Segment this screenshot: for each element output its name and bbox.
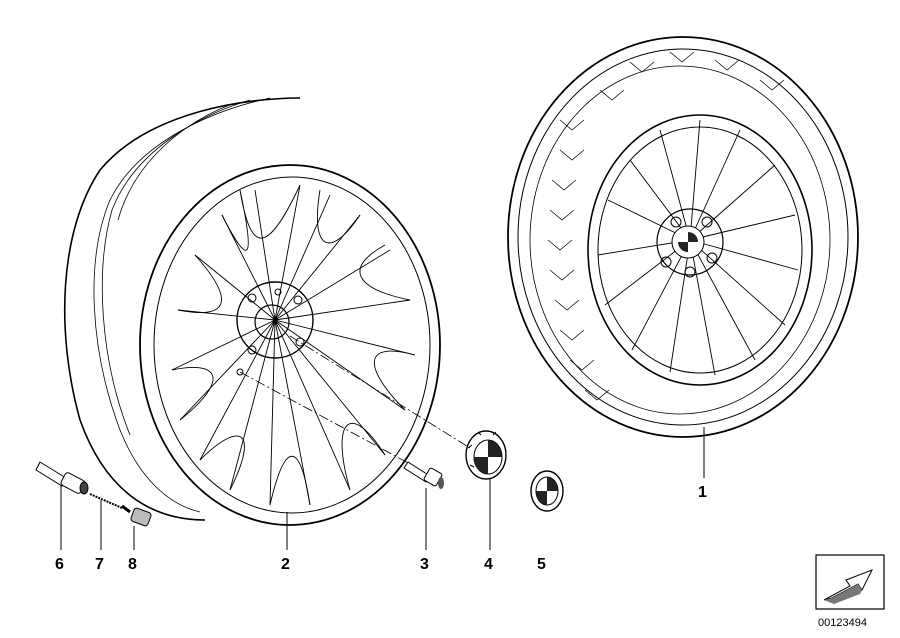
emblem-illustration [530, 470, 564, 512]
roundel-badge-icon [678, 232, 698, 252]
callout-1: 1 [698, 484, 707, 501]
callout-2: 2 [281, 556, 290, 573]
callout-4: 4 [484, 556, 493, 573]
valve-insert-illustration [89, 493, 131, 514]
callout-7: 7 [95, 556, 104, 573]
valve-illustration [35, 461, 89, 495]
wheel-with-tyre-illustration [507, 36, 859, 438]
callout-3: 3 [420, 556, 429, 573]
rim-illustration [63, 97, 441, 526]
valve-cap-illustration [130, 507, 152, 527]
callout-8: 8 [128, 556, 137, 573]
document-number: 00123494 [818, 617, 867, 629]
callout-5: 5 [537, 556, 546, 573]
wheel-bolt-illustration [403, 461, 444, 489]
callout-leaders [60, 427, 705, 550]
direction-arrow-icon [815, 554, 885, 610]
callout-6: 6 [55, 556, 64, 573]
hub-cap-illustration [465, 430, 507, 480]
